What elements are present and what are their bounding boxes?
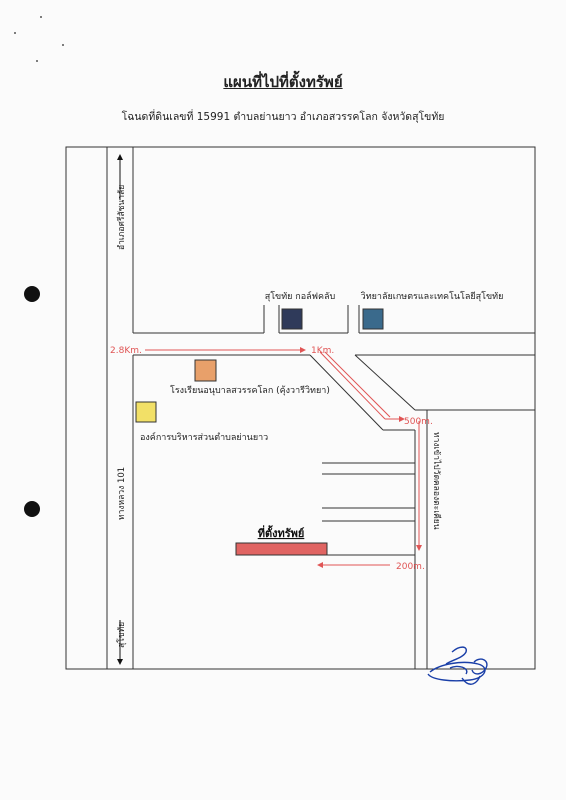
school-marker <box>194 359 217 382</box>
property-label: ที่ตั้งทรัพย์ <box>258 525 305 540</box>
golf-club-label: สุโขทัย กอล์ฟคลับ <box>265 290 336 302</box>
temple-road-label: ทางเข้าไปวัดคลองตะเคียน <box>431 432 442 530</box>
scan-speck <box>62 44 64 46</box>
punch-hole <box>24 286 40 302</box>
scan-speck <box>14 32 16 34</box>
punch-hole <box>24 501 40 517</box>
side-sois <box>322 462 415 556</box>
sao-office-label: องค์การบริหารส่วนตำบลย่านยาว <box>140 431 268 443</box>
distance-label-3: 500m. <box>404 417 433 427</box>
signature-mark <box>427 646 488 685</box>
sao-office-marker <box>135 401 157 423</box>
distance-label-2: 1Km. <box>311 346 334 356</box>
temple-road <box>383 409 535 669</box>
scan-speck <box>36 60 38 62</box>
highway-101-road <box>106 147 134 669</box>
access-roads <box>263 305 360 333</box>
map-title: แผนที่ไปที่ตั้งทรัพย์ <box>223 73 343 91</box>
diagonal-road <box>309 354 416 431</box>
highway-label: ทางหลวง 101 <box>117 467 127 520</box>
college-marker <box>362 308 384 330</box>
main-horizontal-road <box>133 332 535 356</box>
north-road-label: อำเภอศรีสัชนาลัย <box>116 185 127 250</box>
property-marker <box>235 542 328 556</box>
south-road-label: สุโขทัย <box>116 622 127 648</box>
college-label: วิทยาลัยเกษตรและเทคโนโลยีสุโขทัย <box>361 291 504 302</box>
map-frame <box>65 146 536 670</box>
scan-speck <box>40 16 42 18</box>
distance-label-1: 2.8Km. <box>110 346 142 356</box>
golf-club-marker <box>281 308 303 330</box>
map-subtitle: โฉนดที่ดินเลขที่ 15991 ตำบลย่านยาว อำเภอ… <box>121 111 445 123</box>
school-label: โรงเรียนอนุบาลสวรรคโลก (คุ้งวารีวิทยา) <box>170 385 330 396</box>
distance-label-4: 200m. <box>396 562 425 572</box>
route-path <box>145 347 422 568</box>
